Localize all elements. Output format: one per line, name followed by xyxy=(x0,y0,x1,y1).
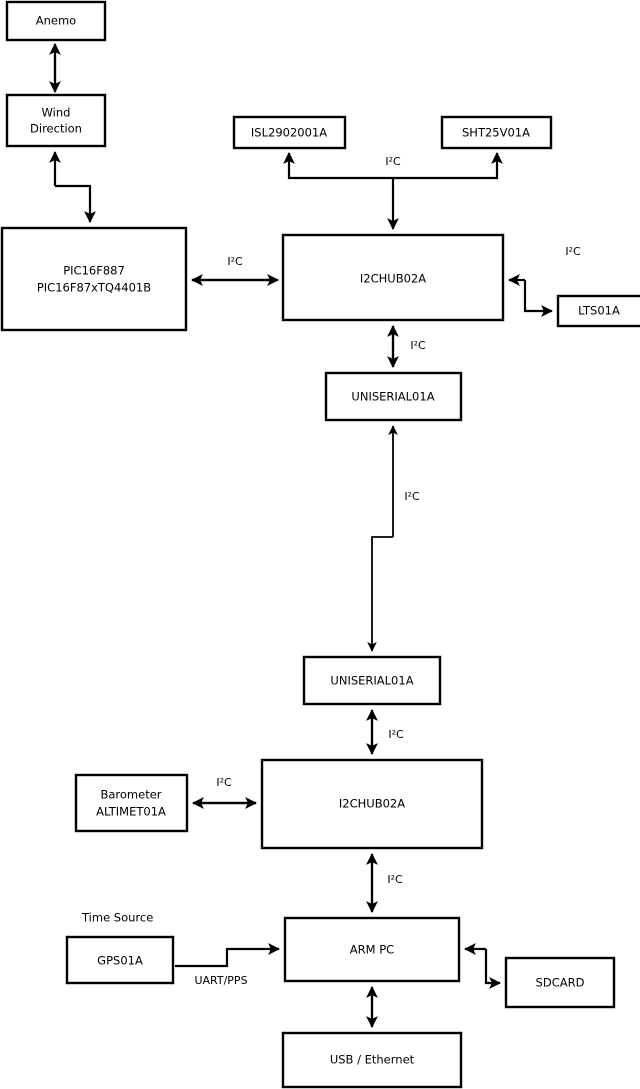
node-sht25v01a[interactable]: SHT25V01A xyxy=(440,115,553,150)
node-isl2902001a[interactable]: ISL2902001A xyxy=(232,115,347,150)
node-i2chub02a-bottom[interactable]: I2CHUB02A xyxy=(260,758,484,850)
node-uniserial01a-upper[interactable]: UNISERIAL01A xyxy=(324,371,463,422)
node-lts01a-box[interactable] xyxy=(556,294,640,328)
node-pic-mcu-label-line2: PIC16F87xTQ4401B xyxy=(37,281,151,295)
edge-armpc-sdcard-out xyxy=(484,949,501,989)
label-time-source: Time Source xyxy=(81,911,153,925)
node-anemo-box[interactable] xyxy=(5,0,107,42)
node-barometer[interactable]: Barometer ALTIMET01A xyxy=(74,773,189,833)
node-gps01a[interactable]: GPS01A xyxy=(65,935,175,985)
node-wind-direction-label-line2: Direction xyxy=(30,122,82,136)
node-pic-mcu[interactable]: PIC16F887 PIC16F87xTQ4401B xyxy=(0,226,188,332)
node-usb-ethernet[interactable]: USB / Ethernet xyxy=(281,1031,463,1089)
node-isl2902001a-box[interactable] xyxy=(232,115,347,150)
edge-hub-isl xyxy=(283,152,393,180)
edge-label-hub-sensors: I²C xyxy=(385,155,401,168)
node-pic-mcu-label-line1: PIC16F887 xyxy=(63,264,125,278)
node-uniserial01a-lower-box[interactable] xyxy=(302,655,442,706)
node-barometer-label-line1: Barometer xyxy=(100,788,161,802)
node-uniserial01a-lower[interactable]: UNISERIAL01A xyxy=(302,655,442,706)
edge-uniserial-link-down xyxy=(367,536,393,652)
edge-pic-wind-down xyxy=(55,184,96,223)
node-i2chub02a-bottom-box[interactable] xyxy=(260,758,484,850)
node-uniserial01a-upper-label: UNISERIAL01A xyxy=(351,390,434,404)
edge-label-hub-armpc: I²C xyxy=(387,873,403,886)
node-lts01a-label: LTS01A xyxy=(578,304,620,318)
node-i2chub02a-top-label: I2CHUB02A xyxy=(360,272,426,286)
node-arm-pc-label: ARM PC xyxy=(350,943,394,957)
node-arm-pc[interactable]: ARM PC xyxy=(283,916,461,983)
node-lts01a[interactable]: LTS01A xyxy=(556,294,640,328)
node-barometer-label-line2: ALTIMET01A xyxy=(96,805,166,819)
node-i2chub02a-bottom-label: I2CHUB02A xyxy=(339,797,405,811)
edge-hub-lts-out xyxy=(523,280,553,317)
node-uniserial01a-lower-label: UNISERIAL01A xyxy=(330,674,413,688)
node-sht25v01a-label: SHT25V01A xyxy=(462,126,530,140)
node-i2chub02a-top[interactable]: I2CHUB02A xyxy=(281,233,505,322)
edge-label-uniserial-link: I²C xyxy=(404,490,420,503)
node-sht25v01a-box[interactable] xyxy=(440,115,553,150)
node-barometer-box[interactable] xyxy=(74,773,189,833)
node-pic-mcu-box[interactable] xyxy=(0,226,188,332)
edge-label-gps-armpc: UART/PPS xyxy=(194,974,247,987)
node-sdcard-box[interactable] xyxy=(504,956,616,1009)
node-wind-direction[interactable]: Wind Direction xyxy=(5,93,107,148)
node-i2chub02a-top-box[interactable] xyxy=(281,233,505,322)
node-usb-ethernet-label: USB / Ethernet xyxy=(330,1053,415,1067)
node-sdcard-label: SDCARD xyxy=(536,976,585,990)
edge-label-barometer-hub: I²C xyxy=(216,776,232,789)
edge-label-pic-hub: I²C xyxy=(227,255,243,268)
node-anemo-label: Anemo xyxy=(36,14,76,28)
node-usb-ethernet-box[interactable] xyxy=(281,1031,463,1089)
node-gps01a-box[interactable] xyxy=(65,935,175,985)
edge-label-hub-lts: I²C xyxy=(565,245,581,258)
node-wind-direction-box[interactable] xyxy=(5,93,107,148)
edge-hub-sht xyxy=(393,152,503,180)
node-gps01a-label: GPS01A xyxy=(97,954,143,968)
edge-label-hub-uniserial: I²C xyxy=(410,339,426,352)
node-anemo[interactable]: Anemo xyxy=(5,0,107,42)
node-sdcard[interactable]: SDCARD xyxy=(504,956,616,1009)
edge-gps-armpc xyxy=(175,943,280,968)
node-arm-pc-box[interactable] xyxy=(283,916,461,983)
node-uniserial01a-upper-box[interactable] xyxy=(324,371,463,422)
edge-label-uniserial2-hub: I²C xyxy=(388,728,404,741)
node-isl2902001a-label: ISL2902001A xyxy=(251,126,327,140)
node-wind-direction-label-line1: Wind xyxy=(42,106,71,120)
